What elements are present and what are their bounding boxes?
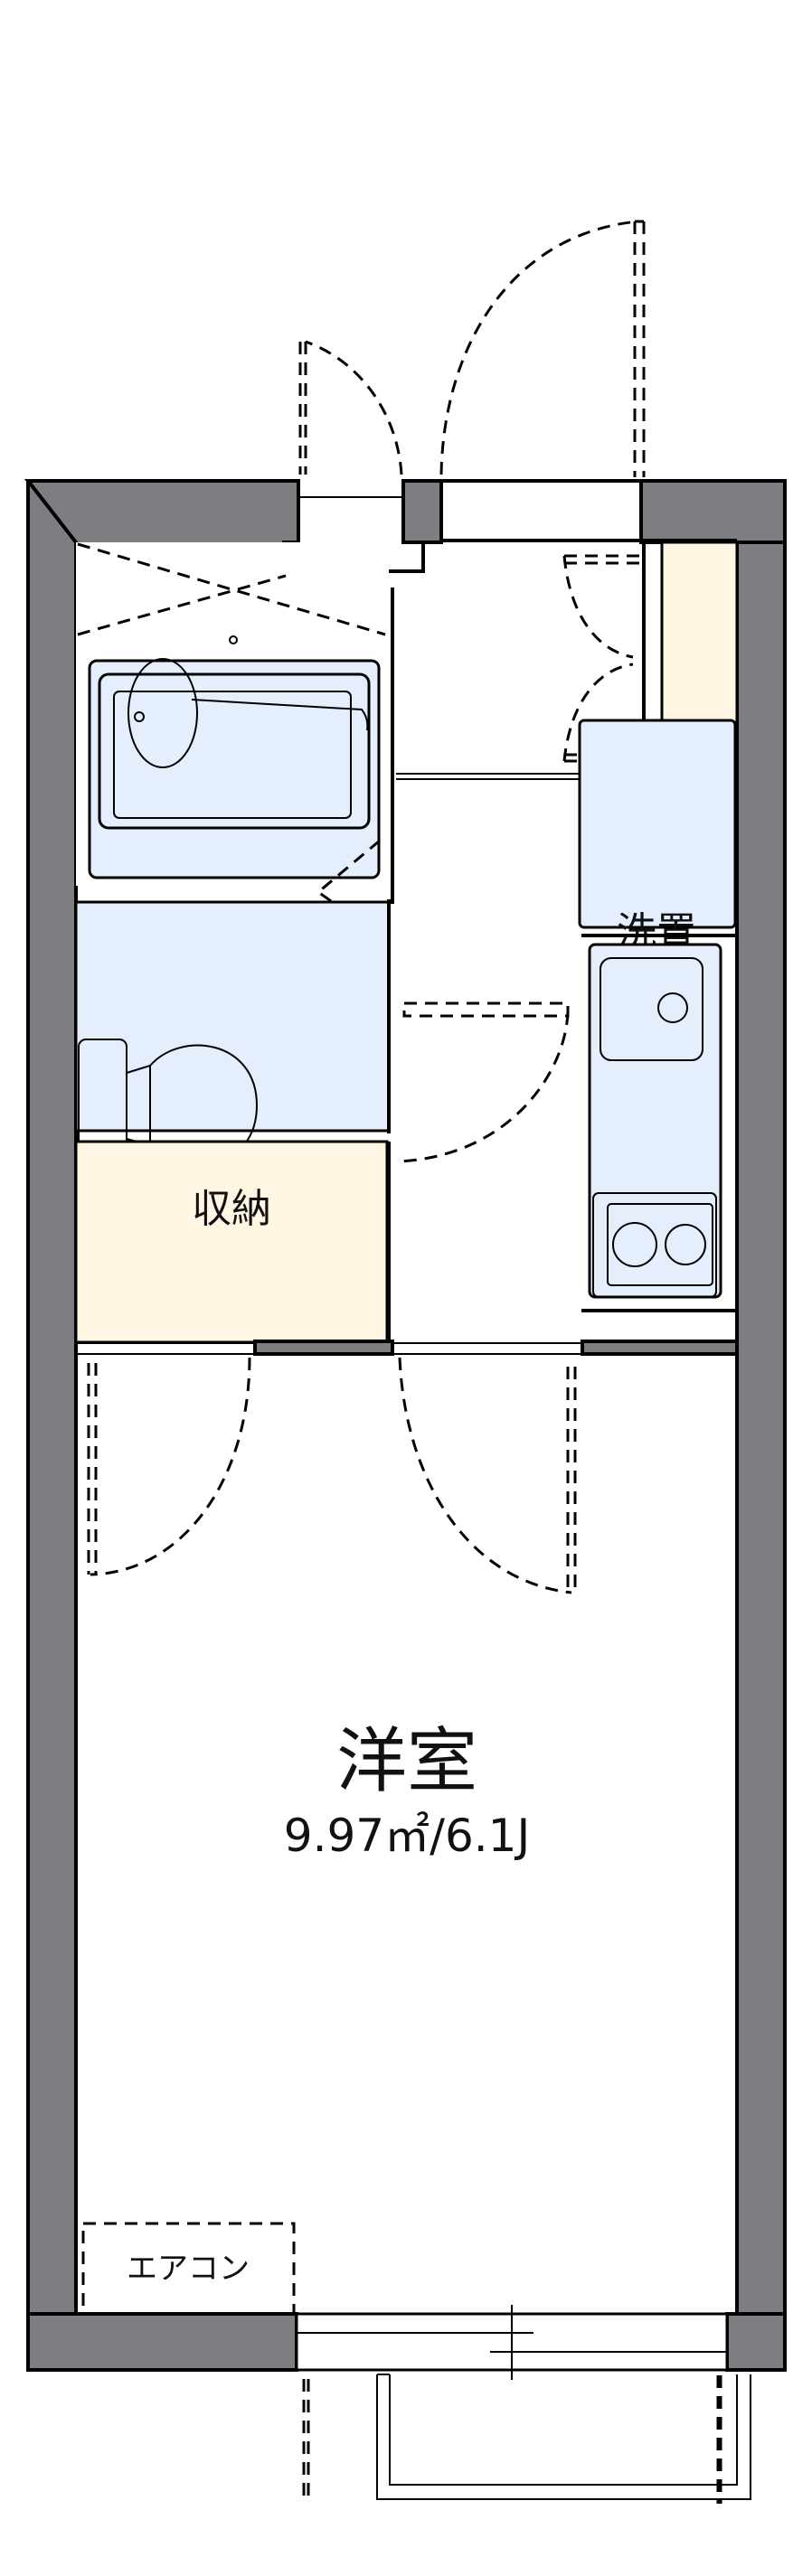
- sink-icon: [600, 957, 703, 1061]
- room-area-label: 9.97㎡/6.1J: [284, 1810, 530, 1862]
- balcony: [302, 2374, 751, 2504]
- entrance-door-frame[interactable]: [439, 479, 643, 542]
- drain-icon: [229, 635, 238, 644]
- bathroom: [76, 542, 394, 937]
- washbasin-icon: [127, 658, 198, 768]
- storage-label: 収納: [192, 1186, 271, 1232]
- washer-space: 洗置: [578, 719, 737, 955]
- kitchen: [581, 934, 737, 1312]
- aircon: エアコン: [81, 2222, 296, 2316]
- western-room: 洋室 9.97㎡/6.1J: [284, 1721, 530, 1862]
- storage-door-swing[interactable]: [87, 1357, 251, 1576]
- balcony-window[interactable]: [295, 2305, 729, 2380]
- hall-door-swing[interactable]: [397, 1001, 570, 1163]
- entrance-door-swing[interactable]: [298, 220, 646, 477]
- storage-room: 収納: [74, 1140, 389, 1344]
- room-door-swing[interactable]: [398, 1357, 577, 1594]
- toilet-room: [74, 900, 391, 1179]
- aircon-label: エアコン: [127, 2251, 250, 2287]
- stove-icon: [592, 1192, 717, 1298]
- room-name-label: 洋室: [336, 1721, 477, 1802]
- partition-wall: [76, 1340, 739, 1356]
